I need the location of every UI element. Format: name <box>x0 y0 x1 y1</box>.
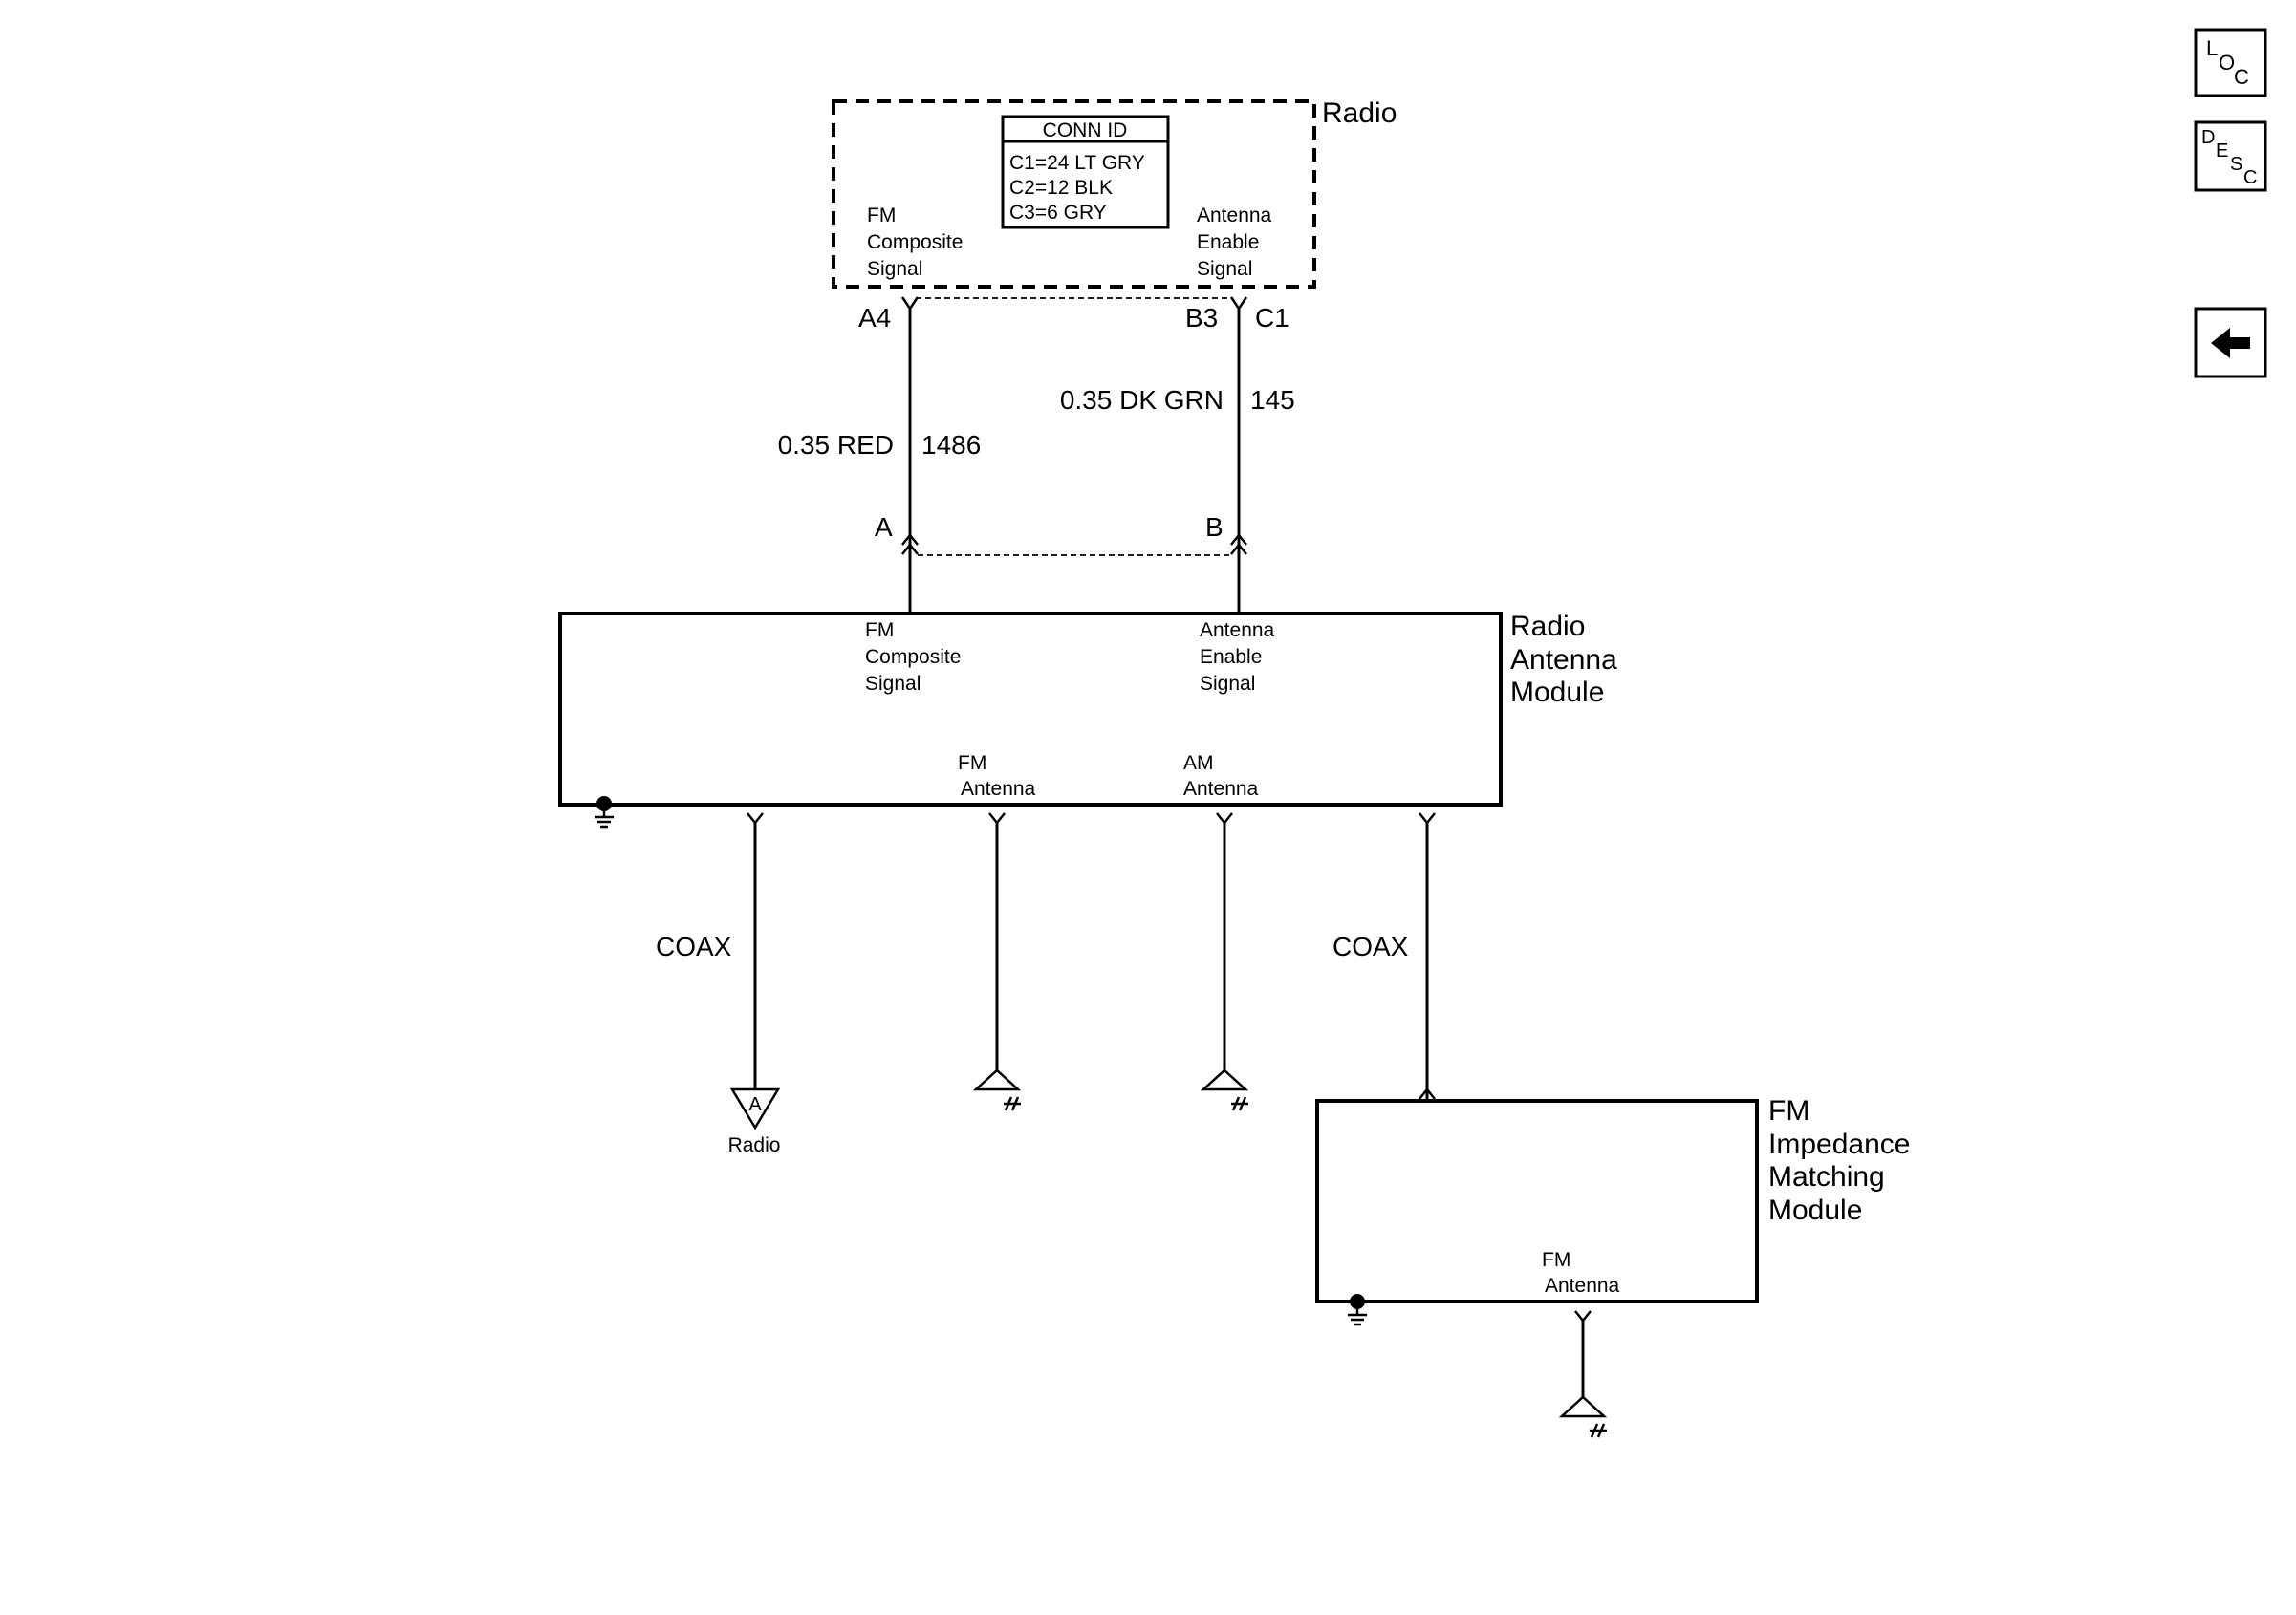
radio-connector: A4 B3 C1 <box>858 296 1289 333</box>
ram-fm-antenna-label: FM <box>958 752 986 774</box>
inline-connector: A B <box>875 512 1247 556</box>
conn-id-table: CONN ID C1=24 LT GRY C2=12 BLK C3=6 GRY <box>1001 115 1170 229</box>
conn-id-header: CONN ID <box>1043 119 1128 141</box>
ram-fm-composite-label: Signal <box>865 673 921 695</box>
loc-button[interactable]: L O C <box>2194 28 2267 97</box>
antenna-icon <box>1200 1068 1249 1111</box>
desc-letter: E <box>2216 140 2228 162</box>
coax-right-label: COAX <box>1332 932 1409 961</box>
ram-fm-antenna-label: Antenna <box>961 778 1036 800</box>
pin-a-symbol <box>901 532 919 555</box>
loc-letter: C <box>2234 65 2249 89</box>
radio-antenna-module: Radio Antenna Module FM Composite Signal… <box>558 611 1617 829</box>
ram-antenna-enable-label: Antenna <box>1200 619 1275 641</box>
radio-fm-composite-label: Composite <box>867 231 963 253</box>
wire-1486-circuit: 1486 <box>921 430 981 460</box>
fm-impedance-matching-module: FM Impedance Matching Module FM Antenna <box>1315 1095 1910 1438</box>
radio-outline <box>832 99 1316 289</box>
radio-antenna-enable-label: Signal <box>1197 258 1252 280</box>
pin-b-label: B <box>1205 512 1224 542</box>
fim-fm-antenna-label: Antenna <box>1545 1275 1620 1297</box>
pin-a-label: A <box>875 512 893 542</box>
desc-letter: S <box>2230 154 2242 175</box>
reference-letter: A <box>748 1094 762 1115</box>
desc-button[interactable]: D E S C <box>2194 120 2267 192</box>
loc-letter: O <box>2219 51 2235 75</box>
ram-title: Antenna <box>1510 644 1617 676</box>
pin-b3-label: B3 <box>1185 303 1218 333</box>
desc-letter: C <box>2243 167 2257 188</box>
fim-outline <box>1315 1099 1759 1303</box>
pin-b3-symbol <box>1229 296 1248 312</box>
fim-title: Matching <box>1768 1161 1885 1193</box>
fim-fm-antenna-label: FM <box>1542 1249 1570 1271</box>
left-arrow-icon <box>2211 328 2250 358</box>
loc-letter: L <box>2206 36 2218 60</box>
reference-label: Radio <box>728 1134 781 1156</box>
fim-title: FM <box>1768 1095 1809 1127</box>
fm-antenna-line <box>972 812 1022 1111</box>
wire-145-color: 0.35 DK GRN <box>1060 385 1224 415</box>
conn-id-row: C1=24 LT GRY <box>1009 152 1145 174</box>
reference-triangle-icon: A <box>729 1087 781 1130</box>
antenna-icon <box>972 1068 1022 1111</box>
conn-id-row: C3=6 GRY <box>1009 202 1107 224</box>
wire-145: 0.35 DK GRN 145 <box>1060 308 1295 614</box>
ram-title: Radio <box>1510 611 1585 642</box>
radio-title: Radio <box>1322 97 1397 129</box>
fim-title: Module <box>1768 1195 1862 1226</box>
pin-c1-label: C1 <box>1255 303 1289 333</box>
desc-letter: D <box>2201 127 2215 148</box>
radio-antenna-enable-label: Enable <box>1197 231 1259 253</box>
pin-a4-label: A4 <box>858 303 891 333</box>
wire-145-circuit: 145 <box>1250 385 1295 415</box>
coax-to-radio: COAX A Radio <box>656 812 781 1156</box>
pin-b-symbol <box>1230 532 1247 555</box>
radio-component: Radio CONN ID C1=24 LT GRY C2=12 BLK C3=… <box>832 97 1397 289</box>
wire-1486: 0.35 RED 1486 <box>778 308 981 614</box>
antenna-icon <box>1558 1395 1608 1438</box>
fim-title: Impedance <box>1768 1129 1910 1160</box>
ram-fm-composite-label: FM <box>865 619 894 641</box>
conn-id-row: C2=12 BLK <box>1009 177 1113 199</box>
ground-icon <box>1348 1294 1367 1326</box>
coax-left-label: COAX <box>656 932 732 961</box>
ground-icon <box>595 796 614 829</box>
ram-fm-composite-label: Composite <box>865 646 961 668</box>
ram-am-antenna-label: AM <box>1183 752 1214 774</box>
radio-fm-composite-label: Signal <box>867 258 922 280</box>
ram-antenna-enable-label: Signal <box>1200 673 1255 695</box>
radio-antenna-enable-label: Antenna <box>1197 205 1272 226</box>
ram-am-antenna-label: Antenna <box>1183 778 1259 800</box>
ram-antenna-enable-label: Enable <box>1200 646 1262 668</box>
ram-title: Module <box>1510 677 1604 708</box>
pin-a4-symbol <box>900 296 920 312</box>
wire-1486-color: 0.35 RED <box>778 430 894 460</box>
ram-outline <box>558 612 1503 807</box>
coax-to-fm-impedance: COAX <box>1332 812 1436 1100</box>
am-antenna-line <box>1200 812 1249 1111</box>
back-button[interactable] <box>2194 307 2267 378</box>
radio-fm-composite-label: FM <box>867 205 896 226</box>
